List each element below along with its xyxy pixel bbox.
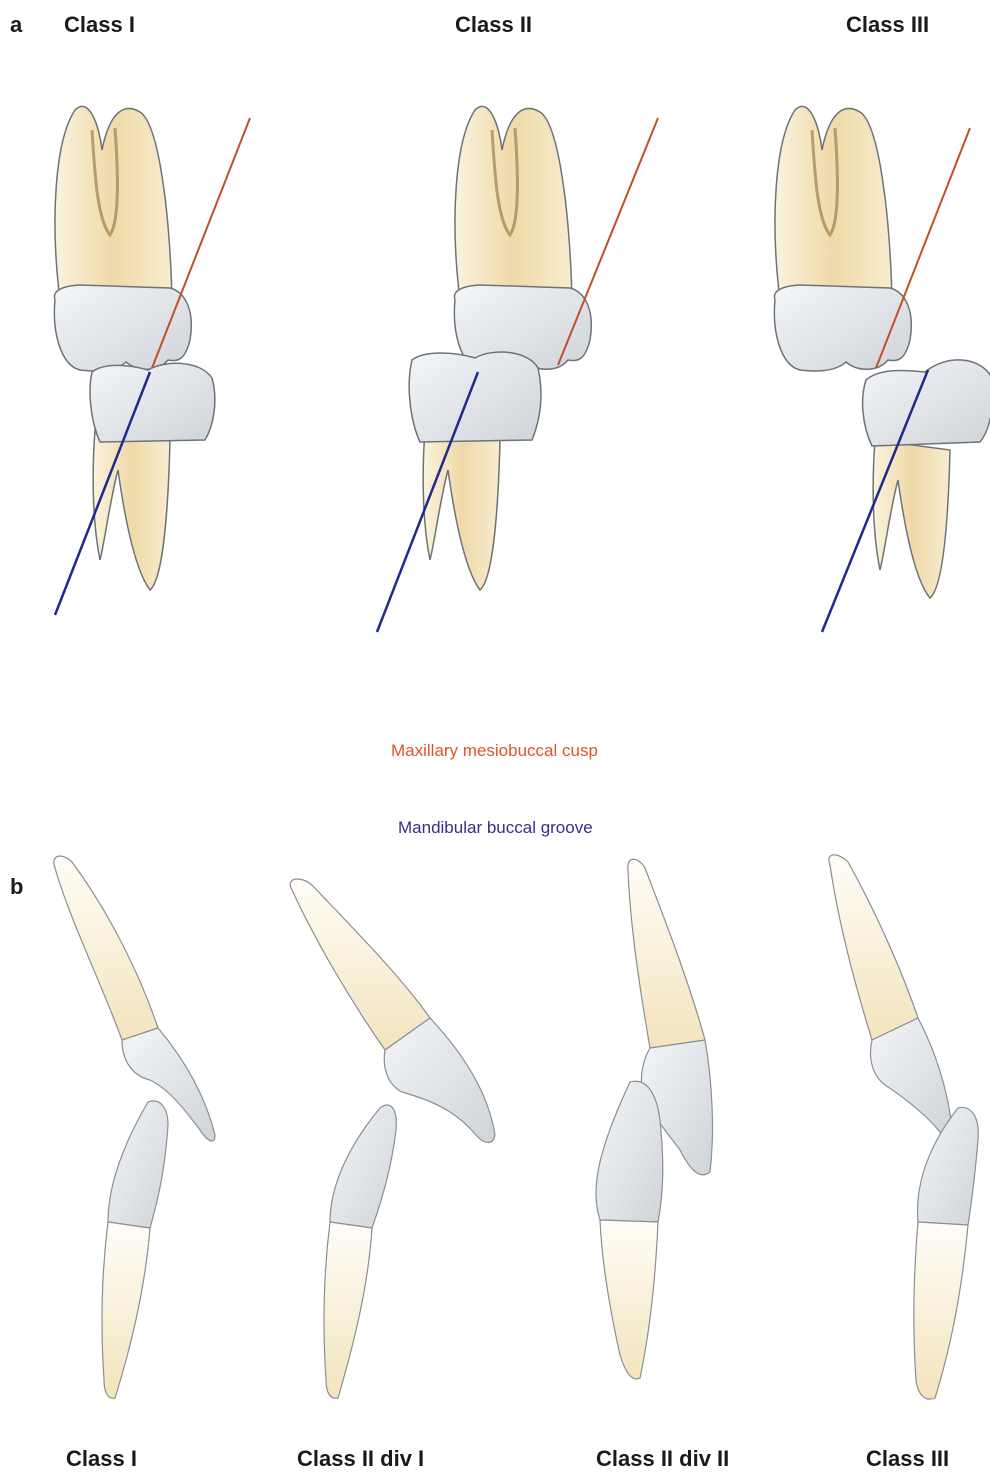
maxillary-cusp-line xyxy=(558,118,658,365)
molar-pair-class-2 xyxy=(377,106,658,632)
incisor-pair-class-2-div-2 xyxy=(596,859,713,1379)
panel-b-title-class-3: Class III xyxy=(866,1446,949,1472)
mandibular-molar xyxy=(409,352,541,590)
molar-pair-class-1 xyxy=(54,106,250,615)
incisor-pair-class-3 xyxy=(829,855,978,1399)
panel-b-title-class-2-div-2: Class II div II xyxy=(596,1446,729,1472)
maxillary-molar xyxy=(54,106,191,371)
panel-b-title-class-1: Class I xyxy=(66,1446,137,1472)
incisor-pair-class-2-div-1 xyxy=(290,879,495,1398)
panel-b-title-class-2-div-1: Class II div I xyxy=(297,1446,424,1472)
incisor-pair-class-1 xyxy=(54,856,215,1398)
molar-pair-class-3 xyxy=(774,106,990,632)
legend-mandibular-buccal-groove: Mandibular buccal groove xyxy=(398,818,593,838)
legend-maxillary-mesiobuccal-cusp: Maxillary mesiobuccal cusp xyxy=(391,741,598,761)
mandibular-molar xyxy=(863,360,990,598)
